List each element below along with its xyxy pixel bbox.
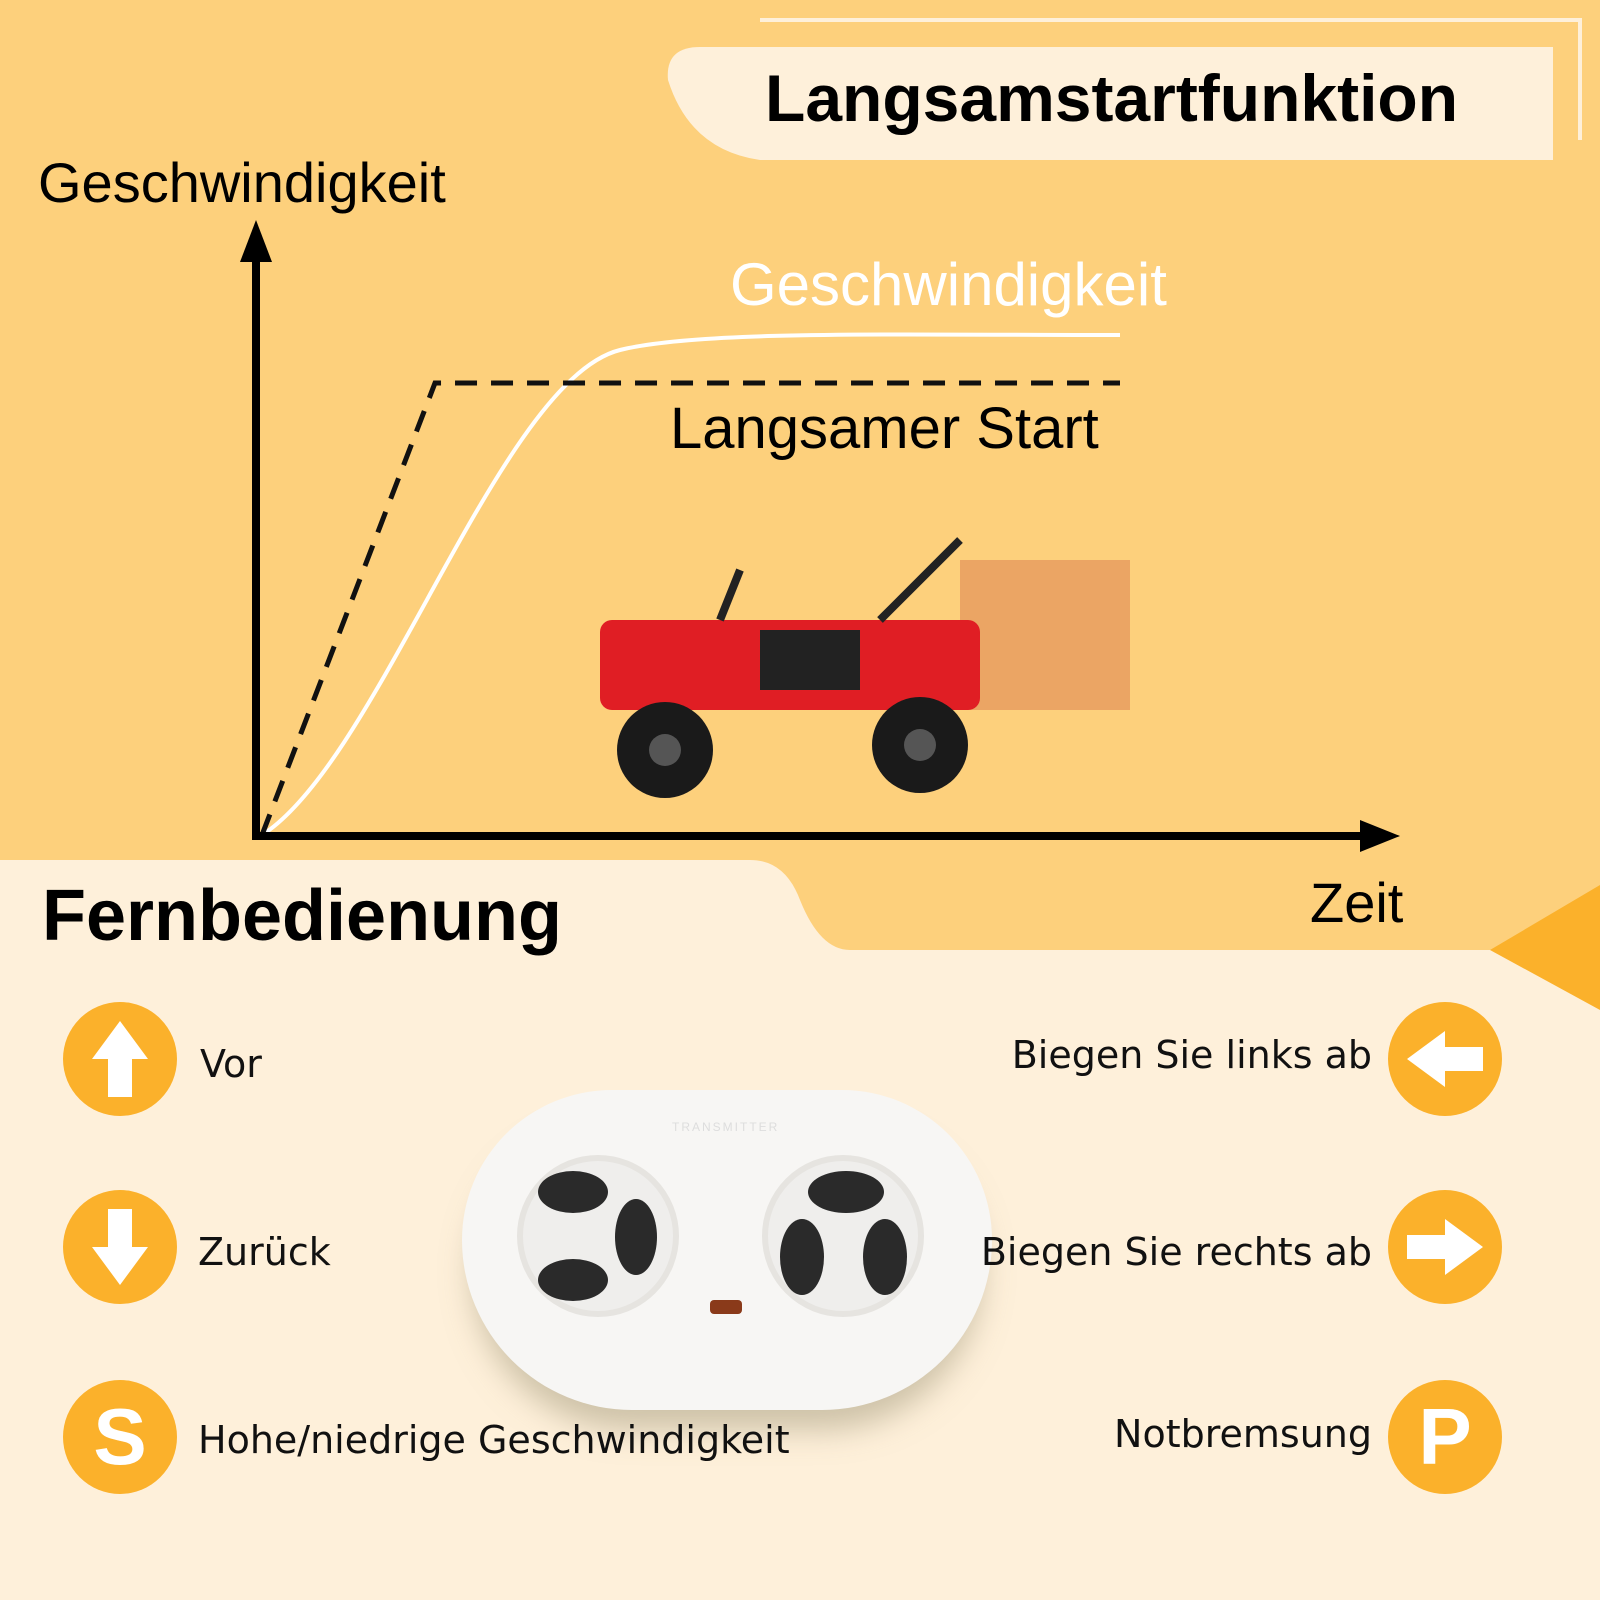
- left-button-cluster: [517, 1155, 679, 1317]
- car-image: [600, 537, 1130, 798]
- arrow-right-icon: [1388, 1190, 1502, 1304]
- curve-label: Geschwindigkeit: [730, 251, 1167, 318]
- speed-s-icon: S: [63, 1380, 177, 1494]
- y-axis-arrow-icon: [240, 220, 272, 262]
- arrow-left-icon: [1388, 1002, 1502, 1116]
- label-forward: Vor: [200, 1042, 262, 1086]
- arrow-down-icon: [63, 1190, 177, 1304]
- remote-control-image: TRANSMITTER: [462, 1090, 992, 1410]
- remote-brand-text: TRANSMITTER: [672, 1120, 780, 1134]
- p-glyph: P: [1418, 1392, 1472, 1481]
- label-turn-left: Biegen Sie links ab: [1011, 1033, 1372, 1077]
- dashed-line-label: Langsamer Start: [670, 396, 1099, 461]
- indicator-light: [710, 1300, 742, 1314]
- label-emergency-brake: Notbremsung: [1114, 1412, 1372, 1456]
- dashed-speed-line: [259, 380, 1120, 836]
- label-backward: Zurück: [198, 1230, 331, 1274]
- x-axis-arrow-icon: [1360, 820, 1400, 852]
- right-button-cluster: [762, 1155, 924, 1317]
- s-glyph: S: [93, 1392, 147, 1481]
- y-axis-label: Geschwindigkeit: [38, 151, 446, 214]
- arrow-up-icon: [63, 1002, 177, 1116]
- gradual-speed-curve: [260, 332, 1121, 837]
- speed-time-graph: [240, 220, 1400, 852]
- label-speed: Hohe/niedrige Geschwindigkeit: [198, 1418, 790, 1462]
- x-axis-label: Zeit: [1310, 871, 1404, 934]
- label-turn-right: Biegen Sie rechts ab: [980, 1230, 1372, 1274]
- remote-heading: Fernbedienung: [42, 876, 562, 956]
- page-title: Langsamstartfunktion: [765, 61, 1459, 135]
- parking-p-icon: P: [1388, 1380, 1502, 1494]
